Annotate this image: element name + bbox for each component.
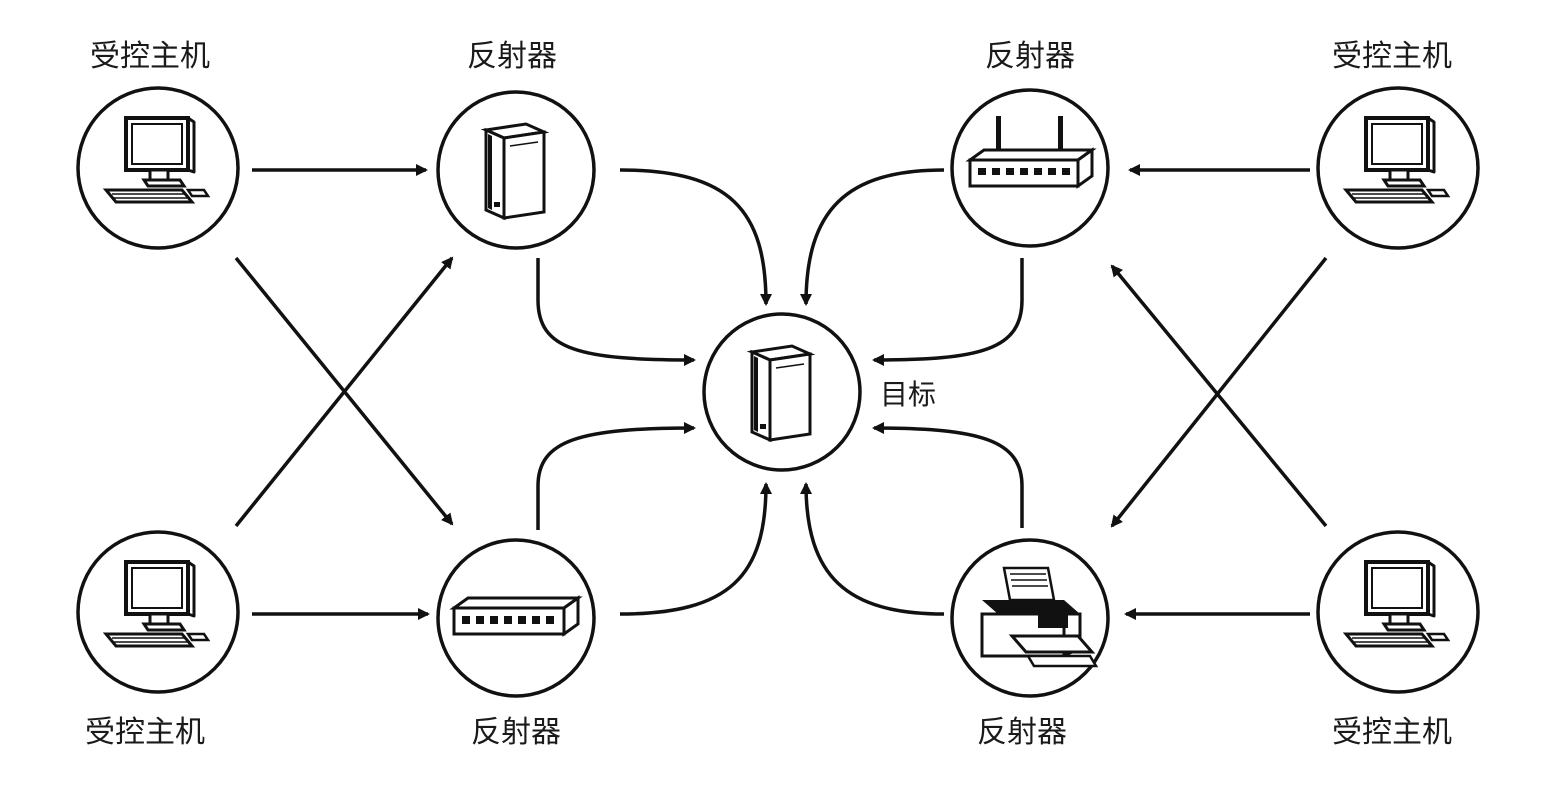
node-label: 反射器 xyxy=(471,715,561,750)
arrow-reflector-top-right-to-target xyxy=(872,258,1024,366)
arrow-reflector-bottom-right-to-target xyxy=(872,422,1024,528)
arrow-reflector-top-left-to-target xyxy=(619,168,772,306)
node-reflector-bottom-right: 反射器 xyxy=(950,538,1110,750)
node-reflector-bottom-left: 反射器 xyxy=(436,538,596,750)
arrow-reflector-bottom-left-to-target xyxy=(619,482,772,616)
arrow-host-bottom-left-to-reflector-top-left xyxy=(234,256,454,528)
node-label: 反射器 xyxy=(985,39,1075,74)
node-host-top-right: 受控主机 xyxy=(1316,39,1480,250)
node-reflector-top-left: 反射器 xyxy=(436,39,596,250)
arrow-host-bottom-right-to-reflector-top-right xyxy=(1110,264,1328,528)
server-tower-icon xyxy=(750,344,812,442)
node-label: 受控主机 xyxy=(1332,39,1452,74)
arrow-reflector-top-left-to-target xyxy=(536,258,696,366)
edges-layer xyxy=(234,164,1328,620)
node-label: 受控主机 xyxy=(1332,715,1452,750)
network-switch-icon xyxy=(452,596,580,636)
node-label: 受控主机 xyxy=(85,715,205,750)
arrow-reflector-bottom-right-to-target xyxy=(800,482,945,616)
node-host-bottom-right: 受控主机 xyxy=(1316,530,1480,750)
node-label: 反射器 xyxy=(467,39,557,74)
arrow-reflector-bottom-left-to-target xyxy=(536,422,696,530)
node-label: 反射器 xyxy=(977,715,1067,750)
node-reflector-top-right: 反射器 xyxy=(950,39,1110,248)
node-host-top-left: 受控主机 xyxy=(76,39,240,250)
node-host-bottom-left: 受控主机 xyxy=(76,530,240,750)
server-tower-icon xyxy=(484,122,546,220)
arrow-reflector-top-right-to-target xyxy=(800,168,945,306)
arrow-host-top-right-to-reflector-bottom-right xyxy=(1110,256,1328,528)
target-label: 目标 xyxy=(880,378,936,411)
node-label: 受控主机 xyxy=(90,39,210,74)
node-target: 目标 xyxy=(702,312,936,472)
